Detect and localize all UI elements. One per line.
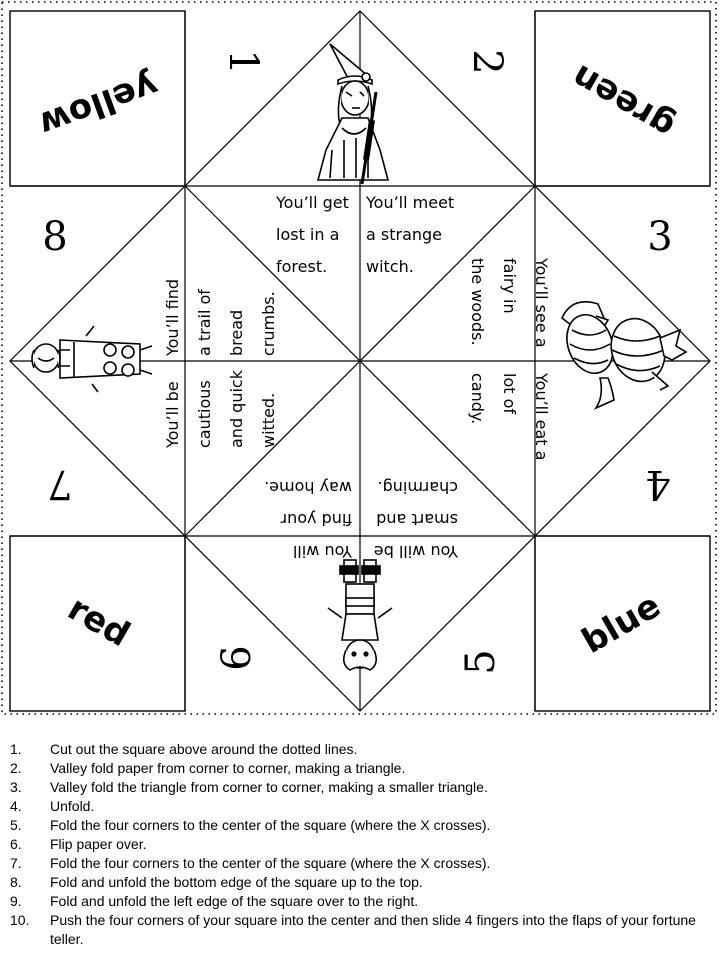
- fortune-eat-candy: You’ll eat a lot of candy.: [468, 372, 551, 460]
- instruction-step: 10.Push the four corners of your square …: [10, 912, 696, 947]
- svg-text:a strange: a strange: [366, 225, 442, 244]
- svg-text:witted.: witted.: [259, 393, 278, 448]
- svg-text:bread: bread: [227, 310, 246, 356]
- fortune-strange-witch: You’ll meet a strange witch.: [365, 193, 454, 276]
- instruction-step: 7.Fold the four corners to the center of…: [10, 855, 491, 871]
- color-word-green: green: [565, 56, 682, 146]
- instruction-step: 9.Fold and unfold the left edge of the s…: [10, 893, 419, 909]
- instruction-step: 2.Valley fold paper from corner to corne…: [10, 760, 406, 776]
- fortune-smart-charming: You will be smart and charming.: [374, 478, 459, 561]
- color-word-blue: blue: [575, 586, 667, 662]
- svg-text:find your: find your: [280, 510, 352, 529]
- fortune-lost-in-forest: You’ll get lost in a forest.: [275, 193, 349, 276]
- boy-illustration: [327, 559, 393, 671]
- instruction-step: 6.Flip paper over.: [10, 836, 147, 852]
- fortune-cautious: You’ll be cautious and quick witted.: [163, 369, 278, 449]
- svg-text:charming.: charming.: [378, 478, 458, 497]
- svg-text:smart and: smart and: [376, 510, 458, 529]
- number-7: 7: [47, 461, 72, 507]
- svg-text:You’ll see a: You’ll see a: [532, 257, 551, 348]
- fortune-teller-template: yellow green red blue 1 2 3 4 5 6 7 8 Yo…: [1, 1, 717, 715]
- svg-text:witch.: witch.: [366, 257, 414, 276]
- svg-text:You’ll be: You’ll be: [163, 381, 182, 449]
- svg-text:forest.: forest.: [276, 257, 327, 276]
- svg-text:a trail of: a trail of: [195, 289, 214, 356]
- svg-text:lost in a: lost in a: [276, 225, 339, 244]
- svg-text:crumbs.: crumbs.: [259, 291, 278, 356]
- girl-illustration: [31, 325, 153, 393]
- svg-text:way home.: way home.: [264, 478, 352, 497]
- number-8: 8: [42, 214, 67, 260]
- svg-text:You’ll eat a: You’ll eat a: [532, 372, 551, 460]
- number-3: 3: [647, 214, 672, 260]
- svg-text:You’ll meet: You’ll meet: [365, 193, 454, 212]
- svg-text:You will be: You will be: [374, 542, 459, 561]
- fortune-bread-crumbs: You’ll find a trail of bread crumbs.: [163, 279, 278, 357]
- dotted-cut-border: [1, 1, 717, 715]
- instruction-step: 8.Fold and unfold the bottom edge of the…: [10, 874, 423, 890]
- number-5: 5: [458, 649, 504, 674]
- number-2: 2: [464, 49, 510, 74]
- witch-illustration: [316, 43, 390, 185]
- svg-text:and quick: and quick: [227, 369, 246, 448]
- number-6: 6: [214, 645, 260, 670]
- candy-illustration: [561, 301, 688, 410]
- number-1: 1: [220, 49, 266, 74]
- svg-text:fairy in: fairy in: [500, 258, 519, 314]
- svg-text:candy.: candy.: [468, 373, 487, 424]
- svg-text:cautious: cautious: [195, 380, 214, 448]
- instruction-step: 4.Unfold.: [10, 798, 95, 814]
- svg-text:the woods.: the woods.: [468, 258, 487, 346]
- number-4: 4: [645, 461, 670, 507]
- color-word-yellow: yellow: [34, 65, 164, 145]
- instruction-step: 5.Fold the four corners to the center of…: [10, 817, 491, 833]
- svg-text:You’ll find: You’ll find: [163, 279, 182, 357]
- fortune-find-way-home: You will find your way home.: [264, 478, 353, 561]
- svg-text:You’ll get: You’ll get: [275, 193, 349, 212]
- color-word-red: red: [61, 588, 137, 655]
- fortune-see-fairy: You’ll see a fairy in the woods.: [468, 257, 551, 348]
- instruction-step: 3.Valley fold the triangle from corner t…: [10, 779, 488, 795]
- svg-text:lot of: lot of: [500, 373, 519, 414]
- instruction-step: 1.Cut out the square above around the do…: [10, 741, 358, 757]
- svg-text:You will: You will: [293, 542, 353, 561]
- instructions-list: 1.Cut out the square above around the do…: [10, 740, 700, 949]
